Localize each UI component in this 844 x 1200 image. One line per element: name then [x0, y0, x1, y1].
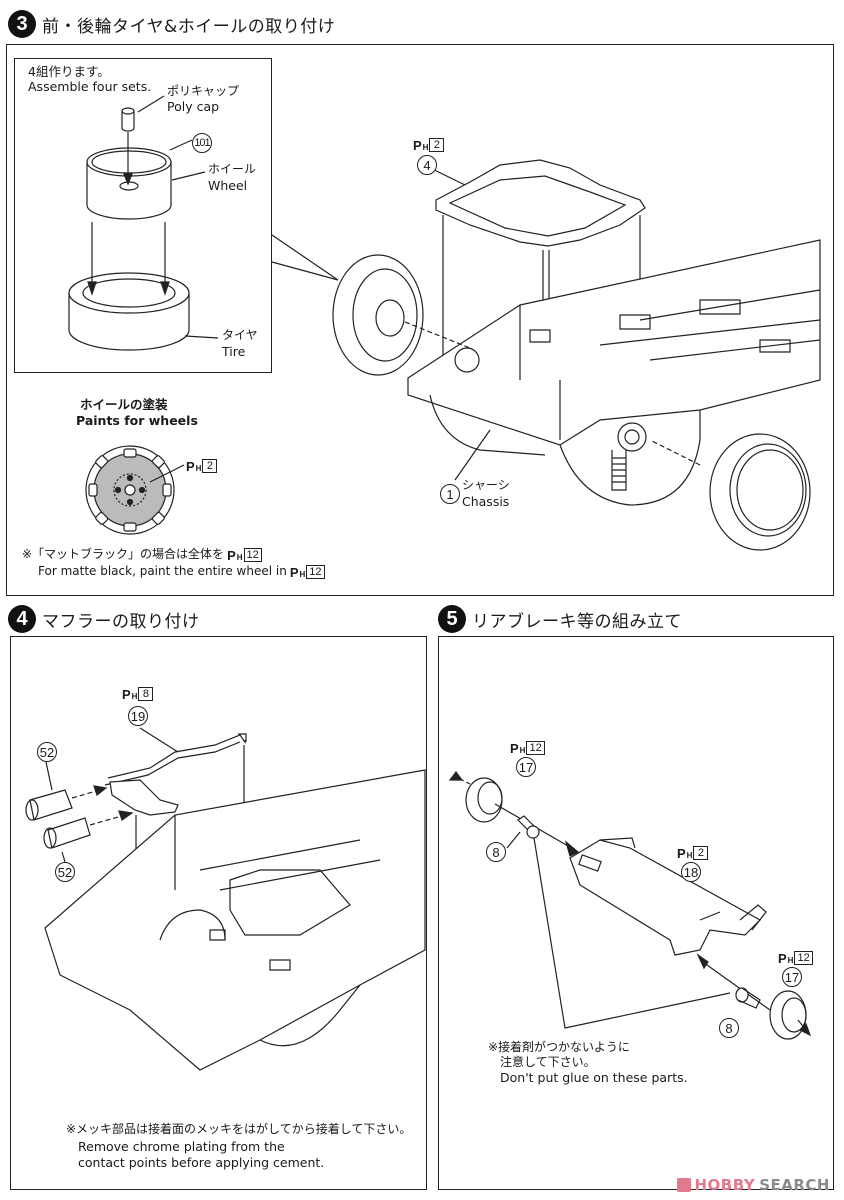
glue-note-en: Don't put glue on these parts. — [500, 1070, 688, 1085]
part-callout-18: 18 — [681, 862, 701, 882]
step-4-panel — [10, 636, 427, 1190]
hobby-search-logo-icon — [676, 1178, 691, 1192]
paint-section-title-ja: ホイールの塗装 — [80, 397, 168, 412]
step-5-header: 5 リアブレーキ等の組み立て — [438, 605, 682, 633]
step-3-panel — [6, 44, 834, 596]
step-number-badge: 4 — [8, 605, 36, 633]
part-callout-52: 52 — [37, 742, 57, 762]
axle-part-18 — [570, 838, 766, 955]
paint-section-title-en: Paints for wheels — [76, 413, 198, 428]
part-callout-4: 4 — [417, 155, 437, 175]
wheel-paint-diagram — [80, 440, 180, 540]
assemble-note-ja: 4組作ります。 — [28, 64, 110, 79]
glue-warning-leader — [534, 838, 730, 1028]
chassis-label-en: Chassis — [462, 494, 510, 509]
tire-label-ja: タイヤ — [222, 328, 258, 342]
front-suspension — [455, 348, 700, 490]
part-callout-8: 8 — [486, 842, 506, 862]
tire-label-en: Tire — [222, 344, 246, 359]
part-callout-17: 17 — [516, 757, 536, 777]
step-number-badge: 3 — [8, 10, 36, 38]
chrome-note-en-1: Remove chrome plating from the — [78, 1139, 285, 1154]
chassis-illustration — [0, 0, 844, 600]
wheel-label-ja: ホイール — [208, 162, 257, 176]
pin-left — [507, 816, 539, 848]
chassis-label-ja: シャーシ — [462, 478, 510, 492]
wheel-assembly-inset — [14, 58, 272, 373]
muffler-part-19 — [105, 728, 246, 815]
step-5-panel — [438, 636, 834, 1190]
part-callout-1: 1 — [440, 484, 460, 504]
front-tire — [333, 255, 470, 375]
brake-drum-left — [450, 772, 578, 856]
pin-right — [736, 988, 760, 1008]
tire-drawing — [69, 273, 218, 350]
step-4-header: 4 マフラーの取り付け — [8, 605, 200, 633]
wheel-drawing — [87, 140, 205, 219]
step-3-header: 3 前・後輪タイヤ&ホイールの取り付け — [8, 10, 335, 38]
chrome-note-en-2: contact points before applying cement. — [78, 1155, 325, 1170]
hobby-search-watermark: HOBBY SEARCH — [676, 1176, 831, 1194]
polycap-label-ja: ポリキャップ — [167, 84, 240, 98]
part-callout-52: 52 — [55, 862, 75, 882]
glue-note-ja-2: 注意して下さい。 — [500, 1055, 596, 1069]
chrome-note-ja: ※メッキ部品は接着面のメッキをはがしてから接着して下さい。 — [66, 1122, 412, 1136]
part-callout-8: 8 — [719, 1018, 739, 1038]
part-callout-101: 101 — [192, 133, 212, 153]
step-title: 前・後輪タイヤ&ホイールの取り付け — [42, 16, 336, 37]
wheel-label-en: Wheel — [208, 178, 248, 193]
part-callout-19: 19 — [128, 706, 148, 726]
subframe-part-4 — [418, 160, 645, 246]
glue-note-ja-1: ※接着剤がつかないように — [488, 1040, 630, 1054]
wheel-assembly-illustration — [0, 0, 844, 600]
assemble-note-en: Assemble four sets. — [28, 79, 152, 94]
chassis-leader-line — [455, 430, 490, 480]
polycap-drawing — [122, 96, 164, 131]
matte-black-note-en: For matte black, paint the entire wheel … — [38, 564, 325, 579]
floor-pan — [45, 770, 425, 1070]
brake-drum-right — [698, 955, 810, 1039]
polycap-label-en: Poly cap — [167, 99, 220, 114]
step-number-badge: 5 — [438, 605, 466, 633]
chassis-body — [408, 240, 820, 505]
step-title: リアブレーキ等の組み立て — [472, 611, 682, 632]
exhaust-tips — [26, 762, 132, 865]
step-title: マフラーの取り付け — [42, 611, 200, 632]
rear-tire — [710, 434, 810, 550]
part-callout-17: 17 — [782, 967, 802, 987]
